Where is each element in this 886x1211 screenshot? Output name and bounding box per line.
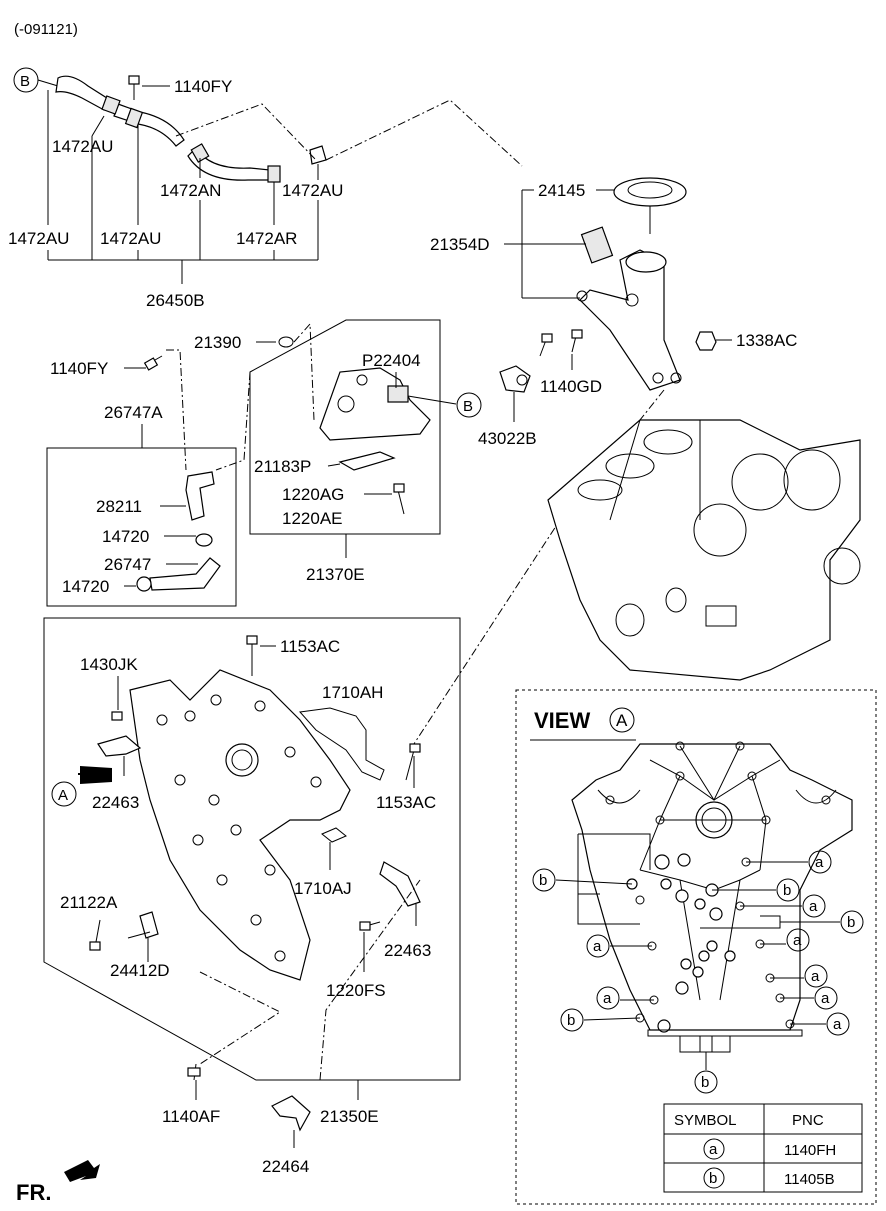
label-22463-right: 22463 (384, 941, 431, 960)
table-header-pnc: PNC (792, 1112, 824, 1129)
label-1472au-b: 1472AU (282, 181, 343, 200)
label-14720-a: 14720 (102, 527, 149, 546)
callout-a-8: a (833, 1016, 842, 1033)
table-row-b-symbol: b (709, 1170, 717, 1187)
water-hose-box-group: 1140FY 26747A 28211 14720 26747 14720 (46, 349, 251, 607)
table-header-symbol: SYMBOL (674, 1112, 737, 1129)
label-1472au-c: 1472AU (8, 229, 69, 248)
label-43022b: 43022B (478, 429, 537, 448)
label-24412d: 24412D (110, 961, 170, 980)
oil-filler-group: 1338AC 1140GD 43022B 24145 21354D (409, 177, 797, 751)
marker-b-top: B (20, 73, 30, 90)
callout-a-4: a (793, 932, 802, 949)
label-28211: 28211 (96, 497, 142, 516)
label-1153ac-top: 1153AC (280, 637, 340, 656)
view-title: VIEW (534, 708, 590, 733)
label-21350e: 21350E (320, 1107, 379, 1126)
callout-a-2: a (809, 898, 818, 915)
label-1153ac-right: 1153AC (376, 793, 436, 812)
callout-a-7: a (821, 990, 830, 1007)
label-22464: 22464 (262, 1157, 309, 1176)
label-1220ag: 1220AG (282, 485, 344, 504)
label-1338ac: 1338AC (736, 331, 797, 350)
label-1472au-a: 1472AU (52, 137, 113, 156)
label-26747: 26747 (104, 555, 151, 574)
label-26747a: 26747A (104, 403, 163, 422)
table-row-b-pnc: 11405B (784, 1171, 835, 1188)
view-callouts-a: a a a a a a a a (586, 850, 850, 1036)
label-21354d: 21354D (430, 235, 490, 254)
label-1140fy-top: 1140FY (174, 77, 232, 96)
front-arrow-icon (64, 1160, 100, 1182)
marker-a-left: A (58, 787, 68, 804)
engine-block (547, 419, 861, 681)
label-1220fs: 1220FS (326, 981, 386, 1000)
symbol-table: SYMBOL PNC a 1140FH b 11405B (663, 1103, 863, 1193)
label-1472an: 1472AN (160, 181, 221, 200)
label-1472au-d: 1472AU (100, 229, 161, 248)
label-fr: FR. (16, 1180, 51, 1205)
label-21370e: 21370E (306, 565, 365, 584)
callout-a-6: a (603, 990, 612, 1007)
label-21183p: 21183P (254, 457, 311, 476)
callout-a-3: a (593, 938, 602, 955)
pcv-box-group: 21390 P22404 B 21183P 1220AG 1220AE 2137… (194, 319, 482, 584)
label-21390: 21390 (194, 333, 241, 352)
label-1472ar: 1472AR (236, 229, 297, 248)
callout-b-5: b (701, 1074, 709, 1091)
label-p22404: P22404 (362, 351, 421, 370)
breather-hose-group: B 1140FY 1472AU 1472AN 1472AU 1472AU 147… (8, 67, 523, 310)
callout-b-4: b (567, 1012, 575, 1029)
callout-a-5: a (811, 968, 820, 985)
front-direction-indicator: FR. (16, 1160, 100, 1205)
label-1710ah: 1710AH (322, 683, 383, 702)
view-marker-a: A (616, 711, 628, 730)
label-1710aj: 1710AJ (294, 879, 352, 898)
label-1220ae: 1220AE (282, 509, 343, 528)
timing-cover-group: 1153AC 1430JK 1710AH 22463 A 1153AC 1710… (43, 617, 461, 1176)
view-callouts-b: b b b b b (532, 868, 864, 1094)
label-24145: 24145 (538, 181, 585, 200)
label-1140af: 1140AF (162, 1107, 220, 1126)
callout-b-3: b (847, 914, 855, 931)
revision-label: (-091121) (14, 21, 78, 38)
callout-b-1: b (539, 872, 547, 889)
label-14720-b: 14720 (62, 577, 109, 596)
marker-b-right: B (463, 398, 473, 415)
label-1140gd: 1140GD (540, 377, 602, 396)
view-a-panel: VIEW A (515, 689, 877, 1205)
label-1430jk: 1430JK (80, 655, 138, 674)
label-26450b: 26450B (146, 291, 205, 310)
callout-b-2: b (783, 882, 791, 899)
table-row-a-pnc: 1140FH (784, 1142, 836, 1159)
label-22463-left: 22463 (92, 793, 139, 812)
label-1140fy-mid: 1140FY (50, 359, 108, 378)
label-21122a: 21122A (60, 893, 118, 912)
callout-a-1: a (815, 854, 824, 871)
table-row-a-symbol: a (709, 1141, 718, 1158)
